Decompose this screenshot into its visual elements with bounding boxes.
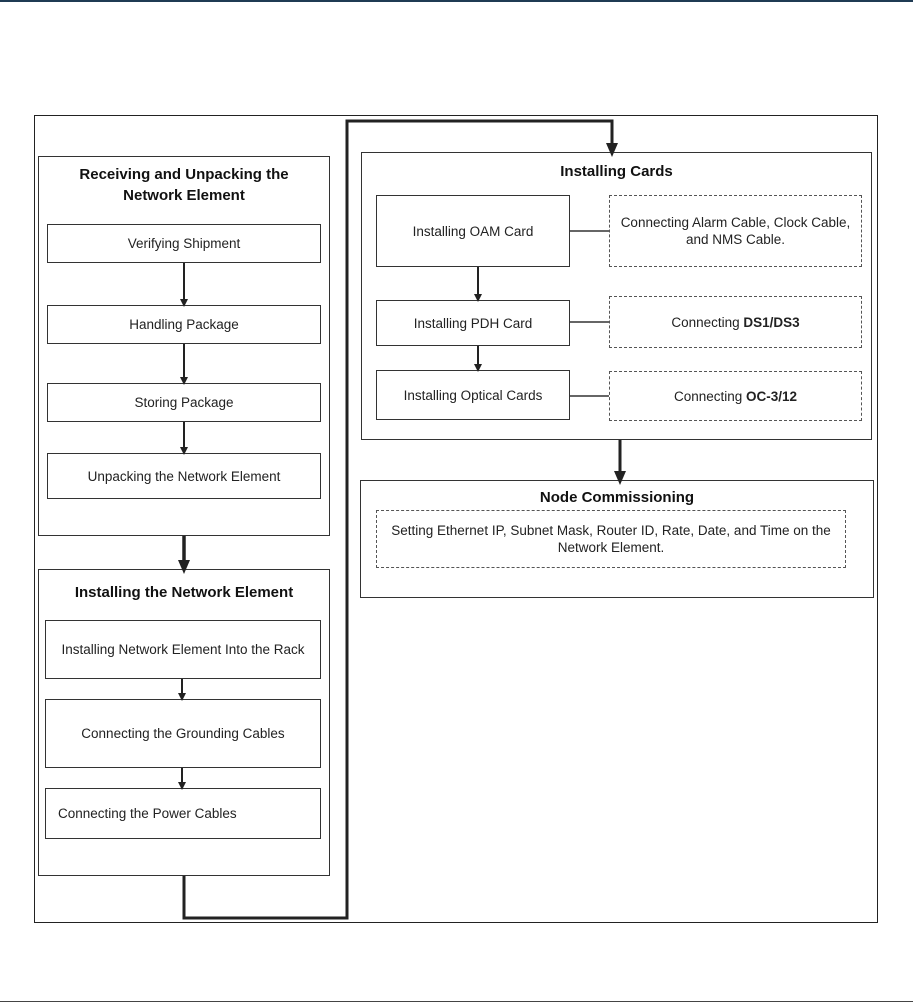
group-title-receiving: Receiving and Unpacking the Network Elem… [79,166,289,204]
step-install-rack: Installing Network Element Into the Rack [45,620,321,679]
group-title-node-commissioning: Node Commissioning [539,489,695,506]
step-install-optical: Installing Optical Cards [376,370,570,420]
connection-ds1-ds3: Connecting DS1/DS3 [609,296,862,348]
group-title-installing-ne: Installing the Network Element [74,584,294,601]
node-commissioning-text: Setting Ethernet IP, Subnet Mask, Router… [391,523,831,555]
node-commissioning-description: Setting Ethernet IP, Subnet Mask, Router… [376,510,846,568]
group-title-installing-cards: Installing Cards [560,163,673,180]
step-grounding-cables: Connecting the Grounding Cables [45,699,321,768]
connection-oc-prefix: Connecting [673,388,747,404]
connection-alarm-clock-nms: Connecting Alarm Cable, Clock Cable, and… [609,195,862,267]
step-power-cables: Connecting the Power Cables [45,788,321,839]
footer-rule [0,1001,913,1002]
step-verifying-shipment: Verifying Shipment [47,224,321,263]
header-rule [0,0,913,2]
step-install-oam: Installing OAM Card [376,195,570,267]
connection-ds-prefix: Connecting [671,314,744,330]
step-handling-package: Handling Package [47,305,321,344]
connection-oc3-12: Connecting OC-3/12 [609,371,862,421]
connection-oc-label: OC-3/12 [746,388,798,404]
diagram-frame [34,115,878,923]
connection-alarm-text: Connecting Alarm Cable, Clock Cable, and… [620,215,851,247]
route-left-to-right [182,119,618,920]
step-install-pdh: Installing PDH Card [376,300,570,346]
connection-ds-label: DS1/DS3 [743,314,800,330]
